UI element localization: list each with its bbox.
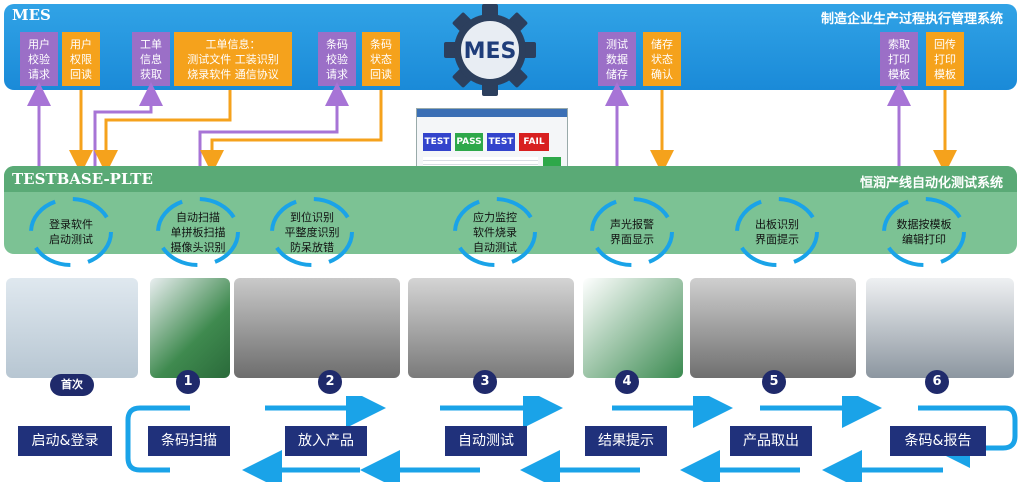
mes-logo-text: MES <box>464 39 517 64</box>
cycle-login: 登录软件 启动测试 <box>21 192 121 272</box>
cycle-arrows-icon <box>453 197 537 267</box>
screen-tile-pass: PASS <box>455 133 483 151</box>
step-label-remove-product: 产品取出 <box>730 426 812 456</box>
first-time-badge: 首次 <box>50 374 94 396</box>
cycle-text: 声光报警 界面显示 <box>610 218 654 246</box>
step-badge-6: 6 <box>925 370 949 394</box>
mes-box-store-status-confirm: 储存 状态 确认 <box>643 32 681 86</box>
cycle-arrows-icon <box>156 197 240 267</box>
step-label-barcode-report: 条码&报告 <box>890 426 986 456</box>
cycle-arrows-icon <box>735 197 819 267</box>
cycle-text: 登录软件 启动测试 <box>49 218 93 246</box>
step-label-auto-test: 自动测试 <box>445 426 527 456</box>
testbase-header-strip <box>4 166 1017 192</box>
step-label-barcode-scan: 条码扫描 <box>148 426 230 456</box>
cycle-text: 数据按模板 编辑打印 <box>896 218 952 246</box>
mes-box-barcode-verify-request: 条码 校验 请求 <box>318 32 356 86</box>
mes-box-request-print-template: 索取 打印 模板 <box>880 32 918 86</box>
step-badge-2: 2 <box>318 370 342 394</box>
step-label-insert-product: 放入产品 <box>285 426 367 456</box>
cycle-print: 数据按模板 编辑打印 <box>874 192 974 272</box>
testbase-subtitle: 恒润产线自动化测试系统 <box>859 176 1003 191</box>
flow-arrows <box>125 396 1018 482</box>
cycle-text: 应力监控 软件烧录 自动测试 <box>473 211 517 254</box>
fixture-open-photo <box>234 278 400 378</box>
scanner-board-photo <box>150 278 230 378</box>
cycle-arrows-icon <box>270 197 354 267</box>
screen-tile-fail: FAIL <box>519 133 549 151</box>
login-software-photo <box>6 278 138 378</box>
cycle-alarm: 声光报警 界面显示 <box>582 192 682 272</box>
alarm-boards-photo <box>583 278 683 378</box>
step-badge-3: 3 <box>473 370 497 394</box>
mes-box-workorder-info: 工单信息： 测试文件 工装识别 烧录软件 通信协议 <box>174 32 292 86</box>
mes-box-barcode-status-readback: 条码 状态 回读 <box>362 32 400 86</box>
step-label-start-login: 启动&登录 <box>18 426 112 456</box>
screen-tile-test: TEST <box>487 133 515 151</box>
mes-label: MES <box>12 6 51 24</box>
mes-box-user-permission-readback: 用户 权限 回读 <box>62 32 100 86</box>
cycle-text: 自动扫描 单拼板扫描 摄像头识别 <box>170 211 226 254</box>
cycle-text: 出板识别 界面提示 <box>755 218 799 246</box>
step-badge-5: 5 <box>762 370 786 394</box>
mes-subtitle: 制造企业生产过程执行管理系统 <box>820 12 1003 27</box>
step-badge-4: 4 <box>615 370 639 394</box>
step-label-result: 结果提示 <box>585 426 667 456</box>
cycle-auto-test: 应力监控 软件烧录 自动测试 <box>445 192 545 272</box>
screen-tile-test: TEST <box>423 133 451 151</box>
mes-box-workorder-fetch: 工单 信息 获取 <box>132 32 170 86</box>
board-removal-photo <box>690 278 856 378</box>
mes-gear-logo: MES <box>444 4 536 96</box>
cycle-arrows-icon <box>882 197 966 267</box>
printer-photo <box>866 278 1014 378</box>
mes-box-user-verify-request: 用户 校验 请求 <box>20 32 58 86</box>
cycle-board-out: 出板识别 界面提示 <box>727 192 827 272</box>
cycle-position-detect: 到位识别 平整度识别 防呆放错 <box>262 192 362 272</box>
cycle-auto-scan: 自动扫描 单拼板扫描 摄像头识别 <box>148 192 248 272</box>
fixture-closed-photo <box>408 278 574 378</box>
mes-box-return-print-template: 回传 打印 模板 <box>926 32 964 86</box>
mes-box-test-data-store: 测试 数据 储存 <box>598 32 636 86</box>
step-badge-1: 1 <box>176 370 200 394</box>
cycle-text: 到位识别 平整度识别 防呆放错 <box>284 211 340 254</box>
cycle-arrows-icon <box>590 197 674 267</box>
cycle-arrows-icon <box>29 197 113 267</box>
testbase-label: TESTBASE-PLTE <box>12 170 153 188</box>
